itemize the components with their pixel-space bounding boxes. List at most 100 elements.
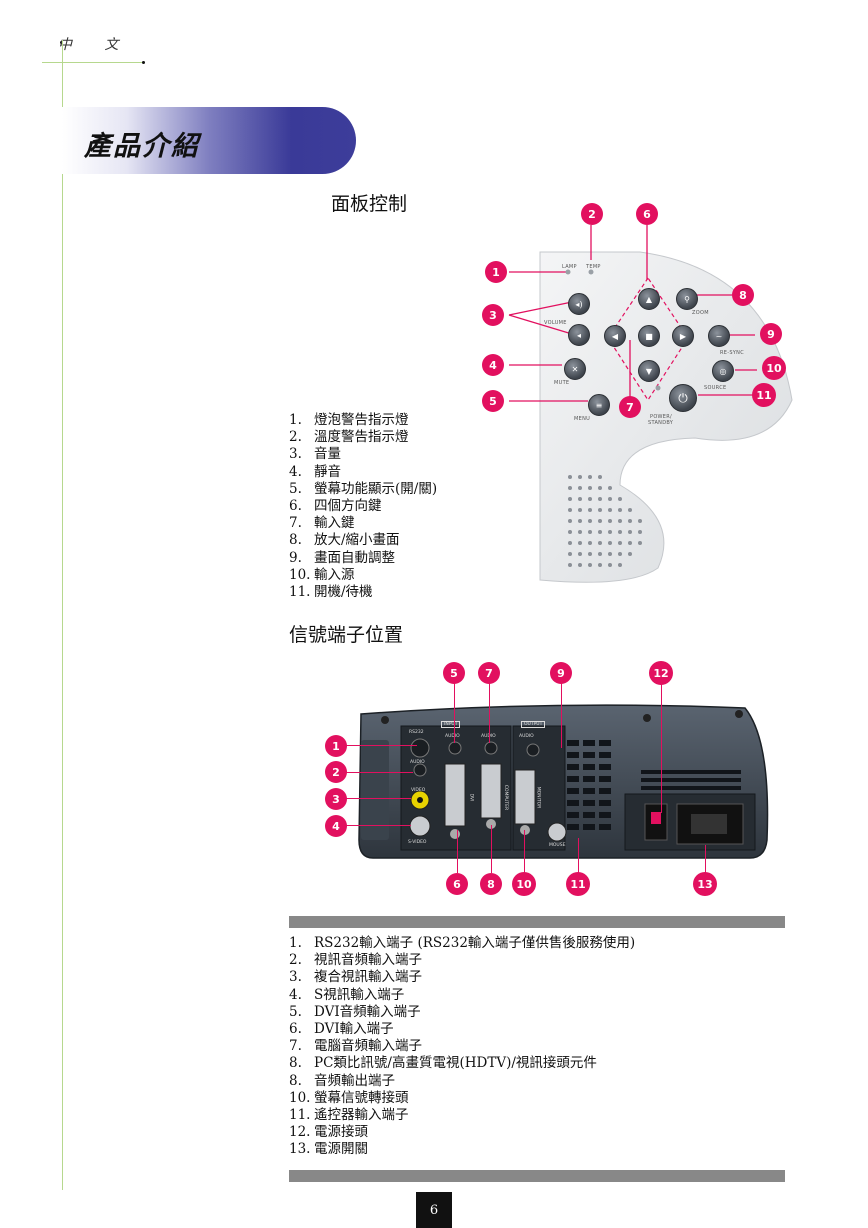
arrow-right-button[interactable]: ▶: [672, 325, 694, 347]
lamp-label: LAMP: [562, 264, 577, 270]
leader-line: [489, 683, 491, 743]
control-panel-figure: LAMP TEMP VOLUME MUTE MENU ZOOM RE-SYNC …: [470, 200, 800, 600]
volume-down-button[interactable]: ◂: [568, 324, 590, 346]
list-item: 12.電源接頭: [289, 1124, 368, 1141]
list-item: 3.音量: [289, 446, 341, 463]
audio-out-label: AUDIO: [519, 734, 534, 739]
list-item: 7.電腦音頻輸入端子: [289, 1038, 422, 1055]
power-label: POWER/: [650, 414, 673, 420]
section-banner: [62, 107, 356, 174]
list-item: 6.DVI輸入端子: [289, 1021, 394, 1038]
rear-panel-figure: RS232 AUDIO VIDEO S-VIDEO INPUT OUTPUT A…: [355, 700, 773, 862]
port-callout-11: 11: [566, 872, 590, 896]
leader-line: [345, 772, 413, 774]
rule-dot: [142, 61, 145, 64]
port-callout-2: 2: [325, 761, 347, 783]
power-button[interactable]: ⏻: [669, 384, 697, 412]
section-divider-top: [289, 916, 785, 928]
arrow-up-button[interactable]: ▲: [638, 288, 660, 310]
leader-line: [491, 825, 493, 873]
svideo-label: S-VIDEO: [408, 840, 427, 845]
menu-button[interactable]: ≡: [588, 394, 610, 416]
leader-line: [454, 683, 456, 743]
monitor-label: MONITOR: [535, 786, 541, 809]
leader-line: [661, 683, 663, 813]
ports-list: 1.RS232輸入端子 (RS232輸入端子僅供售後服務使用) 2.視訊音頻輸入…: [289, 935, 785, 1159]
source-button[interactable]: ◎: [712, 360, 734, 382]
header-dot: [60, 41, 63, 44]
panel-callout-3: 3: [482, 304, 504, 326]
dvi-label: DVI: [468, 793, 474, 802]
panel-callout-6: 6: [636, 203, 658, 225]
port-callout-9: 9: [550, 662, 572, 684]
list-item: 1.燈泡警告指示燈: [289, 412, 409, 428]
list-item: 9.畫面自動調整: [289, 549, 395, 566]
list-item: 8.PC類比訊號/高畫質電視(HDTV)/視訊接頭元件: [289, 1055, 597, 1072]
list-item: 11.開機/待機: [289, 584, 373, 601]
list-item: 2.視訊音頻輸入端子: [289, 952, 422, 969]
arrow-left-button[interactable]: ◀: [604, 325, 626, 347]
list-item: 5.DVI音頻輸入端子: [289, 1003, 421, 1020]
volume-up-button[interactable]: ◂): [568, 293, 590, 315]
leader-line: [345, 825, 411, 827]
port-callout-10: 10: [512, 872, 536, 896]
port-section-title: 信號端子位置: [289, 624, 404, 646]
list-item: 6.四個方向鍵: [289, 498, 382, 515]
enter-button[interactable]: ■: [638, 325, 660, 347]
mouse-label: MOUSE: [549, 843, 566, 848]
margin-rule-vertical: [62, 40, 63, 1190]
list-item: 3.複合視訊輸入端子: [289, 969, 422, 986]
panel-callout-4: 4: [482, 354, 504, 376]
source-label: SOURCE: [704, 385, 727, 391]
port-callout-5: 5: [443, 662, 465, 684]
input-label: INPUT: [441, 721, 461, 728]
zoom-button[interactable]: ⚲: [676, 288, 698, 310]
list-item: 10.螢幕信號轉接頭: [289, 1089, 409, 1106]
video-label: VIDEO: [411, 788, 426, 793]
arrow-down-button[interactable]: ▼: [638, 360, 660, 382]
list-item: 10.輸入源: [289, 566, 355, 583]
list-item: 5.螢幕功能顯示(開/關): [289, 480, 438, 497]
list-item: 7.輸入鍵: [289, 515, 355, 532]
standby-label: STANDBY: [648, 420, 674, 426]
port-callout-13: 13: [693, 872, 717, 896]
rear-panel-shape: [358, 704, 769, 859]
leader-line: [578, 838, 580, 873]
panel-callout-11: 11: [752, 383, 776, 407]
panel-callout-2: 2: [581, 203, 603, 225]
port-callout-7: 7: [478, 662, 500, 684]
mute-button[interactable]: ✕: [564, 358, 586, 380]
list-item: 8.放大/縮小畫面: [289, 532, 400, 549]
port-callout-6: 6: [446, 873, 468, 895]
computer-label: COMPUTER: [503, 784, 509, 811]
list-item: 2.溫度警告指示燈: [289, 429, 409, 446]
computer-audio-label: AUDIO: [481, 734, 496, 739]
resync-button[interactable]: ~: [708, 325, 730, 347]
leader-line: [345, 745, 417, 747]
panel-callout-9: 9: [760, 323, 782, 345]
margin-rule-horizontal: [42, 62, 144, 63]
list-item: 1.RS232輸入端子 (RS232輸入端子僅供售後服務使用): [289, 935, 636, 951]
page-number: 6: [416, 1192, 452, 1228]
volume-label: VOLUME: [544, 320, 567, 326]
port-callout-12: 12: [649, 661, 673, 685]
leader-line: [457, 830, 459, 873]
panel-callout-7: 7: [619, 396, 641, 418]
panel-callout-10: 10: [762, 356, 786, 380]
language-label: 中 文: [58, 37, 133, 53]
panel-callout-1: 1: [485, 261, 507, 283]
mute-label: MUTE: [554, 380, 570, 386]
panel-section-title: 面板控制: [331, 193, 408, 215]
video-audio-label: AUDIO: [410, 760, 425, 765]
zoom-label: ZOOM: [692, 310, 709, 316]
dvi-audio-label: AUDIO: [445, 734, 460, 739]
panel-callout-5: 5: [482, 390, 504, 412]
leader-line: [561, 683, 563, 748]
leader-line: [705, 845, 707, 873]
output-label: OUTPUT: [521, 721, 546, 728]
list-item: 4.靜音: [289, 463, 341, 480]
list-item: 11.遙控器輸入端子: [289, 1107, 409, 1124]
panel-controls-list: 1.燈泡警告指示燈 2.溫度警告指示燈 3.音量 4.靜音 5.螢幕功能顯示(開…: [289, 412, 469, 601]
port-callout-8: 8: [480, 873, 502, 895]
leader-line: [524, 830, 526, 873]
